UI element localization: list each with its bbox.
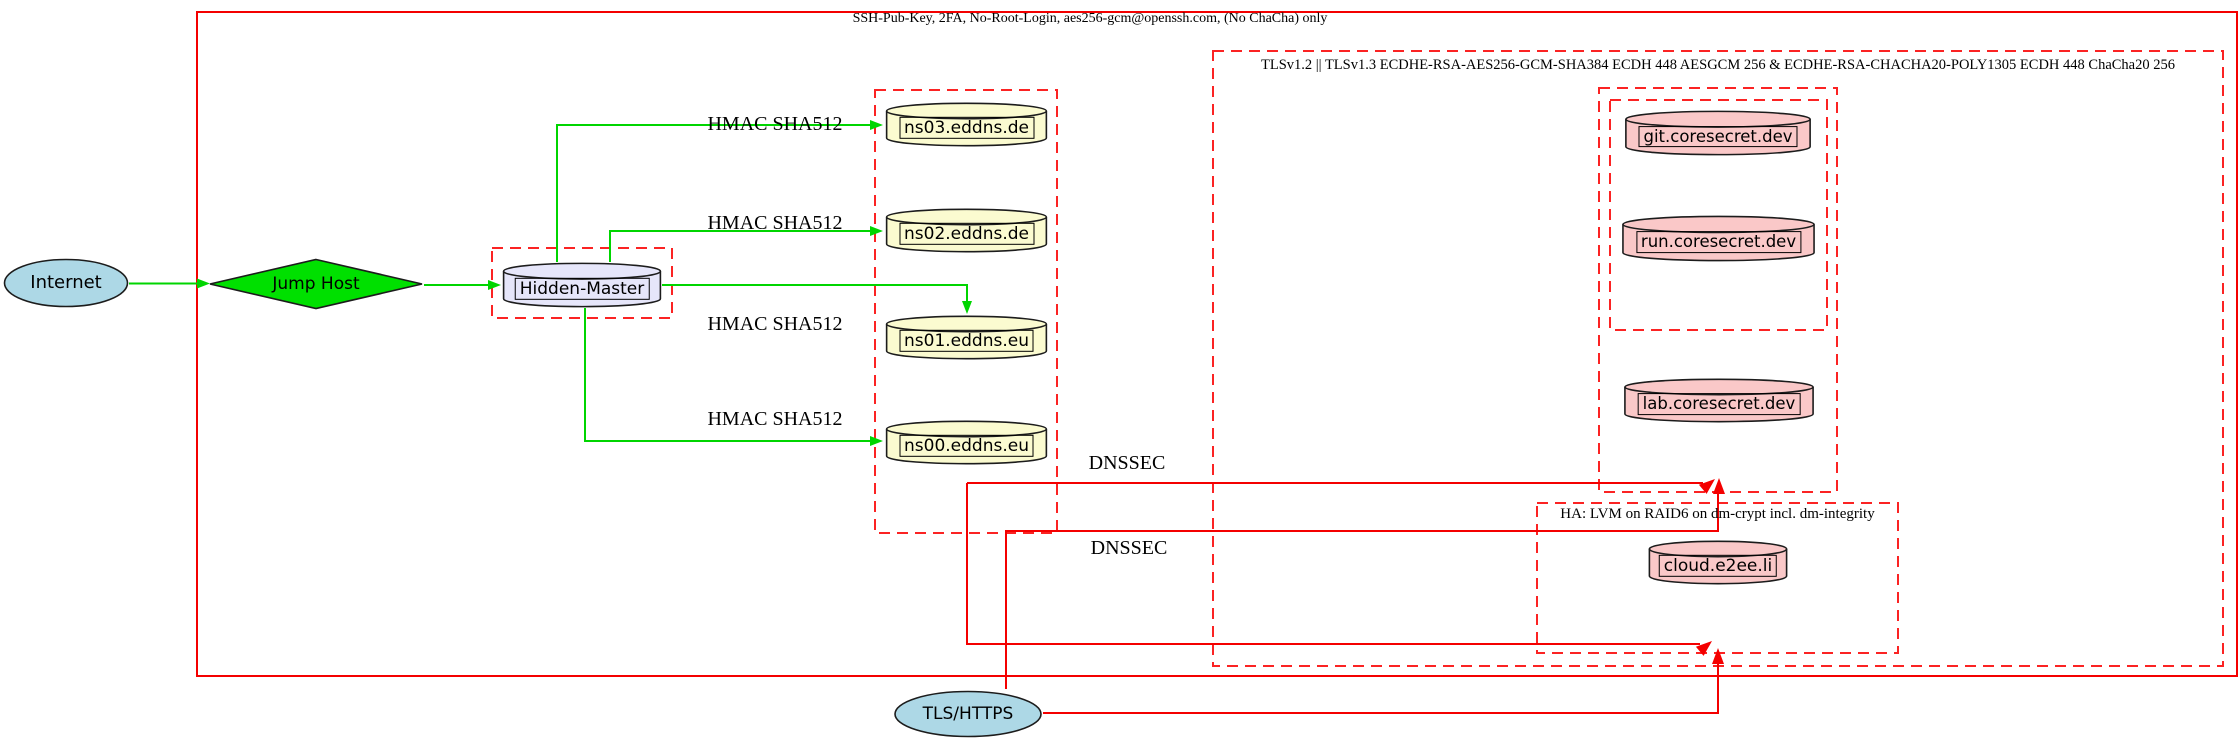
- edge-tlshttps-to-ha: [1043, 657, 1719, 714]
- node-ns00: ns00.eddns.eu: [885, 420, 1048, 465]
- ns01-cylinder-shape: [885, 315, 1048, 360]
- tls-cipher-note: TLSv1.2 || TLSv1.3 ECDHE-RSA-AES256-GCM-…: [1261, 57, 2175, 73]
- ns02-cylinder-shape: [885, 208, 1048, 253]
- jump-host-label: Jump Host: [272, 273, 360, 294]
- edge-label-hmac-ns00: HMAC SHA512: [707, 408, 843, 430]
- edge-tlshttps-to-coresecret: [1005, 488, 1719, 689]
- ns02-label: ns02.eddns.de: [899, 222, 1034, 246]
- edge-hiddenmaster-ns00: [584, 308, 872, 442]
- internet-label: Internet: [30, 272, 102, 294]
- node-ns02: ns02.eddns.de: [885, 208, 1048, 253]
- edge-label-dnssec-2: DNSSEC: [1090, 537, 1168, 559]
- arrowhead-tlshttps-coresecret: [1713, 478, 1725, 494]
- git-cylinder-shape: [1624, 110, 1812, 156]
- edge-label-dnssec-1: DNSSEC: [1088, 452, 1166, 474]
- hidden-master-label: Hidden-Master: [514, 277, 650, 300]
- edge-dnssec-to-ha: [966, 483, 1700, 645]
- tls-https-ellipse-shape: [893, 690, 1043, 738]
- node-ns01: ns01.eddns.eu: [885, 315, 1048, 360]
- node-git-coresecret: git.coresecret.dev: [1624, 110, 1812, 156]
- arrowhead-tlshttps-ha: [1712, 648, 1724, 664]
- perimeter-box: [196, 11, 2238, 677]
- node-lab-coresecret: lab.coresecret.dev: [1623, 378, 1815, 423]
- edge-label-hmac-ns02: HMAC SHA512: [707, 212, 843, 234]
- node-jump-host: Jump Host: [208, 258, 424, 310]
- arrowhead-ns01: [962, 301, 972, 314]
- internet-ellipse-shape: [3, 258, 129, 308]
- cloud-label: cloud.e2ee.li: [1658, 554, 1778, 578]
- tls-https-label: TLS/HTTPS: [922, 703, 1014, 724]
- edge-label-hmac-ns03: HMAC SHA512: [707, 113, 843, 135]
- hidden-master-cylinder-shape: [502, 262, 662, 308]
- ns00-cylinder-shape: [885, 420, 1048, 465]
- run-label: run.coresecret.dev: [1635, 231, 1802, 254]
- ssh-policy-note: SSH-Pub-Key, 2FA, No-Root-Login, aes256-…: [852, 11, 1328, 26]
- ns00-label: ns00.eddns.eu: [899, 434, 1034, 458]
- jump-host-diamond-shape: [208, 258, 424, 310]
- edge-hiddenmaster-ns01: [662, 284, 968, 303]
- coresecret-inner-cluster-box: [1609, 99, 1828, 331]
- edge-hiddenmaster-ns02: [609, 230, 872, 262]
- node-ns03: ns03.eddns.de: [885, 102, 1048, 147]
- hidden-master-cluster-box: [491, 247, 673, 319]
- node-hidden-master: Hidden-Master: [502, 262, 662, 308]
- edge-hiddenmaster-ns03: [556, 124, 872, 262]
- arrowhead-ns02: [870, 226, 883, 236]
- arrowhead-ns00: [870, 436, 883, 446]
- arrowhead-jumphost-hiddenmaster: [488, 280, 501, 290]
- lab-cylinder-shape: [1623, 378, 1815, 423]
- cloud-cylinder-shape: [1648, 540, 1788, 585]
- git-label: git.coresecret.dev: [1638, 125, 1798, 148]
- ha-storage-note: HA: LVM on RAID6 on dm-crypt incl. dm-in…: [1560, 506, 1875, 522]
- node-cloud-e2ee: cloud.e2ee.li: [1648, 540, 1788, 585]
- ns-cluster-box: [874, 89, 1058, 534]
- ns01-label: ns01.eddns.eu: [899, 329, 1034, 353]
- node-tls-https: TLS/HTTPS: [893, 690, 1043, 738]
- node-run-coresecret: run.coresecret.dev: [1621, 215, 1816, 262]
- arrowhead-ns03: [870, 120, 883, 130]
- node-internet: Internet: [3, 258, 129, 308]
- lab-label: lab.coresecret.dev: [1637, 393, 1801, 415]
- edge-label-hmac-ns01: HMAC SHA512: [707, 313, 843, 335]
- ns03-label: ns03.eddns.de: [899, 116, 1034, 140]
- ns03-cylinder-shape: [885, 102, 1048, 147]
- run-cylinder-shape: [1621, 215, 1816, 262]
